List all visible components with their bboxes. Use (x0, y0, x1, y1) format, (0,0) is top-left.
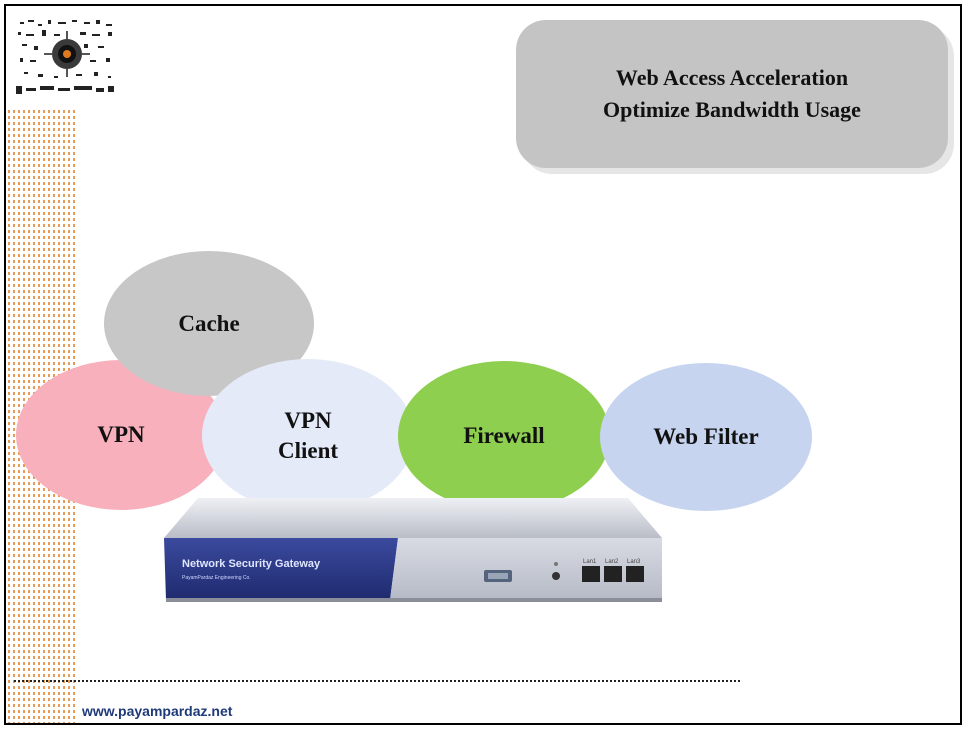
device-port-label-1: Lan1 (583, 559, 597, 565)
device-port-label-3: Lan3 (627, 559, 641, 565)
title-line-2: Optimize Bandwidth Usage (603, 97, 861, 122)
web-filter-label: Web Filter (653, 424, 759, 449)
cache-node: Cache (104, 251, 314, 396)
vpn-client-label-line1: VPN (284, 407, 332, 433)
footer-divider (14, 680, 740, 682)
firewall-node: Firewall (398, 361, 610, 511)
title-line-1: Web Access Acceleration (615, 65, 849, 90)
device-label: Network Security Gateway (182, 558, 321, 570)
vpn-client-node: VPN Client (202, 359, 414, 512)
device-port-label-2: Lan2 (605, 559, 619, 565)
network-security-gateway-device (164, 498, 662, 602)
cache-label: Cache (178, 310, 240, 336)
vpn-client-label-line2: Client (277, 437, 339, 463)
company-logo-icon (16, 20, 114, 94)
firewall-label: Firewall (463, 423, 545, 448)
footer-url[interactable]: www.payampardaz.net (82, 703, 233, 719)
web-filter-node: Web Filter (600, 363, 812, 511)
title-box: Web Access Acceleration Optimize Bandwid… (516, 20, 948, 168)
slide: Web Access Acceleration Optimize Bandwid… (4, 4, 962, 725)
vpn-label: VPN (97, 422, 145, 447)
device-sublabel: PayamPardaz Engineering Co. (182, 575, 251, 581)
